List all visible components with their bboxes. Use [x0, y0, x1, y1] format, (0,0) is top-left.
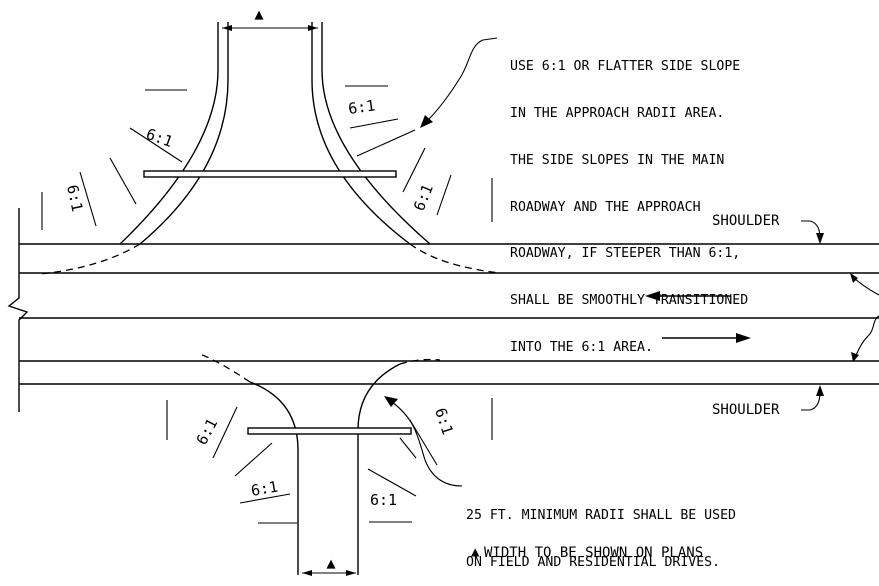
bottom-approach [199, 353, 441, 576]
bottom-approach-left-outer [249, 381, 299, 575]
slope-label-top-left-2: 6:1 [63, 183, 86, 213]
top-approach-left-inner [139, 22, 229, 245]
side-slope-note-line-2: IN THE APPROACH RADII AREA. [510, 105, 725, 121]
bottom-width-marker: ▲ [326, 554, 335, 572]
slope-label-top-right-1: 6:1 [347, 96, 376, 118]
slope-ticks-bottom-left [166, 400, 297, 524]
slope-label-bottom-right-2: 6:1 [370, 491, 397, 509]
radii-leader [391, 401, 463, 487]
side-slope-note: USE 6:1 OR FLATTER SIDE SLOPE IN THE APP… [510, 28, 748, 371]
slope-ticks-top-left [41, 89, 187, 230]
top-width-marker: ▲ [254, 5, 263, 23]
side-slope-note-line-5: ROADWAY, IF STEEPER THAN 6:1, [510, 246, 741, 262]
radii-note: 25 FT. MINIMUM RADII SHALL BE USED ON FI… [466, 477, 736, 586]
traffic-arrow-eastbound [662, 333, 751, 343]
top-radius-right-dashed [409, 243, 501, 274]
legend-width-marker: ▲ [471, 544, 480, 560]
top-radius-left-dashed [39, 243, 141, 275]
main-roadway [19, 243, 879, 385]
top-approach-left-outer [119, 22, 219, 245]
side-slope-note-line-1: USE 6:1 OR FLATTER SIDE SLOPE [510, 59, 741, 75]
shoulder-label-bottom: SHOULDER [712, 402, 780, 418]
top-approach-right-outer [321, 22, 431, 245]
slope-label-bottom-left-2: 6:1 [250, 478, 280, 500]
radii-note-line-1: 25 FT. MINIMUM RADII SHALL BE USED [466, 508, 736, 524]
lane-leader-lower [854, 315, 879, 359]
side-slope-note-line-4: ROADWAY AND THE APPROACH [510, 199, 701, 215]
slope-label-top-left-1: 6:1 [144, 125, 176, 151]
bottom-culvert-pipe [247, 427, 412, 435]
side-slope-note-line-3: THE SIDE SLOPES IN THE MAIN [510, 152, 725, 168]
slope-label-bottom-left-1: 6:1 [193, 416, 222, 448]
side-slope-note-line-7: INTO THE 6:1 AREA. [510, 339, 653, 355]
slope-label-top-right-2: 6:1 [410, 182, 437, 214]
top-approach-right-inner [311, 22, 411, 245]
legend-width-text: WIDTH TO BE SHOWN ON PLANS [484, 545, 703, 561]
break-line [7, 208, 29, 412]
traffic-arrow-westbound [645, 291, 731, 301]
top-culvert-pipe [143, 170, 397, 178]
bottom-radius-right-dashed [399, 358, 441, 365]
bottom-approach-right-outer [357, 363, 401, 575]
slope-ticks-top-right [345, 85, 493, 222]
slope-label-bottom-right-1: 6:1 [431, 406, 456, 437]
side-slope-leader [427, 37, 498, 121]
shoulder-label-top: SHOULDER [712, 213, 780, 229]
radii-note-line-2: ON FIELD AND RESIDENTIAL DRIVES. [466, 554, 721, 570]
side-slope-note-line-6: SHALL BE SMOOTHLY TRANSITIONED [510, 293, 749, 309]
bottom-radius-left-dashed [199, 353, 251, 383]
top-approach [39, 22, 501, 275]
